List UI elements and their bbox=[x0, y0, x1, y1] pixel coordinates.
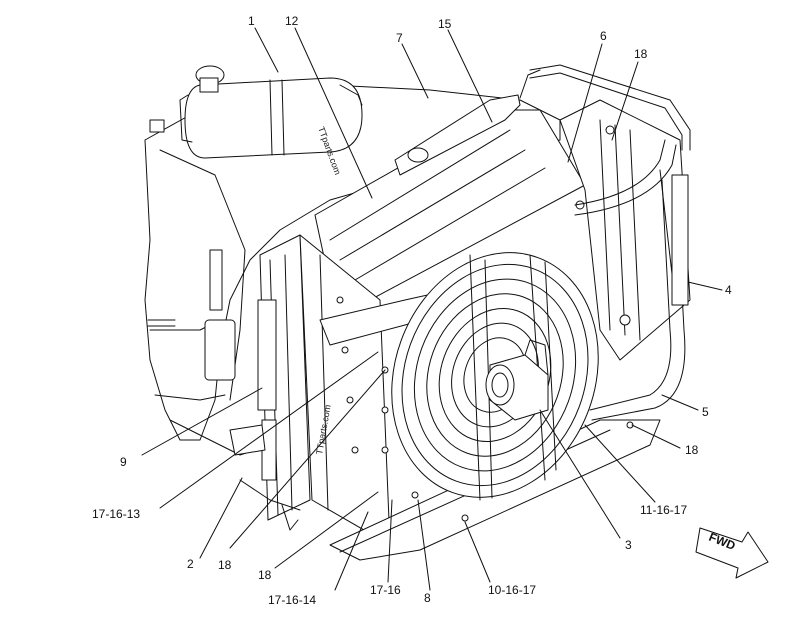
left-brackets bbox=[229, 299, 301, 531]
label-17-16-14: 17-16-14 bbox=[268, 593, 316, 607]
expansion-tank bbox=[179, 65, 363, 159]
label-2: 2 bbox=[187, 557, 194, 571]
label-10-16-17: 10-16-17 bbox=[488, 583, 536, 597]
label-18-top: 18 bbox=[634, 47, 648, 61]
fwd-arrow: FWD bbox=[695, 527, 769, 579]
coolant-hoses bbox=[529, 64, 691, 421]
label-18-bottom-right: 18 bbox=[258, 568, 272, 582]
label-1: 1 bbox=[248, 14, 255, 28]
label-4: 4 bbox=[725, 283, 732, 297]
label-6: 6 bbox=[600, 29, 607, 43]
label-18-bottom-left: 18 bbox=[218, 558, 232, 572]
label-15: 15 bbox=[438, 17, 452, 31]
callout-labels: 1 12 7 15 6 18 4 5 18 11-16-17 3 10-16-1… bbox=[92, 14, 732, 607]
label-7: 7 bbox=[396, 31, 403, 45]
label-3: 3 bbox=[625, 538, 632, 552]
label-12: 12 bbox=[285, 14, 299, 28]
label-11-16-17: 11-16-17 bbox=[640, 503, 687, 517]
label-8: 8 bbox=[424, 591, 431, 605]
label-5: 5 bbox=[702, 405, 709, 419]
label-17-16: 17-16 bbox=[370, 583, 401, 597]
label-17-16-13: 17-16-13 bbox=[92, 507, 140, 521]
fan-motor bbox=[485, 339, 549, 421]
label-18-right: 18 bbox=[685, 443, 699, 457]
label-9: 9 bbox=[120, 455, 127, 469]
leader-lines bbox=[141, 27, 723, 591]
